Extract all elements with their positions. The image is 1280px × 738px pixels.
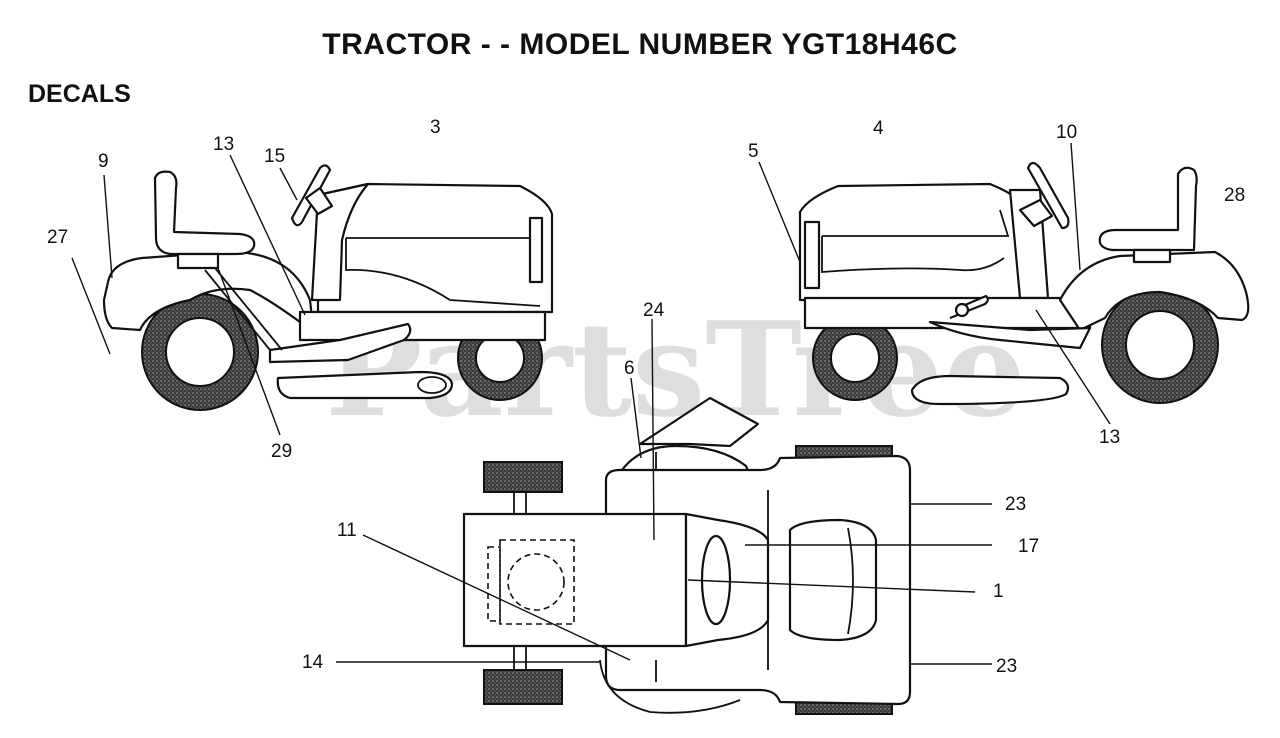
- callout-13-right: 13: [1099, 427, 1120, 448]
- callout-23-top: 23: [1005, 494, 1026, 515]
- tractor-top-view: [462, 396, 912, 715]
- callout-29: 29: [271, 441, 292, 462]
- callout-5: 5: [748, 141, 759, 162]
- callout-6: 6: [624, 358, 635, 379]
- front-tire-top-a: [483, 461, 563, 493]
- rear-fender-right: [1058, 250, 1250, 332]
- hood-left: [316, 182, 554, 314]
- front-tire-top-b: [483, 669, 563, 705]
- hood-top: [462, 512, 688, 648]
- callout-9: 9: [98, 151, 109, 172]
- mower-deck-right: [910, 374, 1070, 406]
- callout-13-left: 13: [213, 134, 234, 155]
- callout-23-bottom: 23: [996, 656, 1017, 677]
- tractor-left-side-view: [102, 164, 554, 411]
- diagram-title: TRACTOR - - MODEL NUMBER YGT18H46C: [322, 28, 958, 61]
- steering-wheel-right: [1026, 161, 1070, 230]
- callout-27: 27: [47, 227, 68, 248]
- callout-24: 24: [643, 300, 665, 321]
- tractor-right-side-view: [798, 161, 1250, 406]
- steering-column-top: [700, 534, 732, 626]
- callout-4: 4: [873, 118, 884, 139]
- leader-lines: [71, 142, 1111, 665]
- callout-15: 15: [264, 146, 285, 167]
- frame-left: [298, 310, 547, 342]
- discharge-chute: [638, 396, 760, 448]
- callout-1: 1: [993, 581, 1004, 602]
- callout-28: 28: [1224, 185, 1245, 206]
- seat-base-left: [176, 252, 220, 270]
- callout-3: 3: [430, 117, 441, 138]
- section-heading: DECALS: [28, 80, 131, 108]
- mower-deck-left: [276, 370, 454, 400]
- hood-right: [798, 182, 1032, 302]
- callout-11: 11: [337, 520, 357, 541]
- callouts: 27 9 13 15 3 29 5 4 10 28 13 24 6 11 14 …: [47, 117, 1245, 677]
- seat-top: [788, 518, 878, 642]
- seat-right: [1098, 166, 1198, 252]
- callout-17: 17: [1018, 536, 1039, 557]
- callout-10: 10: [1056, 122, 1077, 143]
- seat-left: [153, 170, 256, 256]
- callout-14: 14: [302, 652, 324, 673]
- seat-base-right: [1132, 248, 1172, 264]
